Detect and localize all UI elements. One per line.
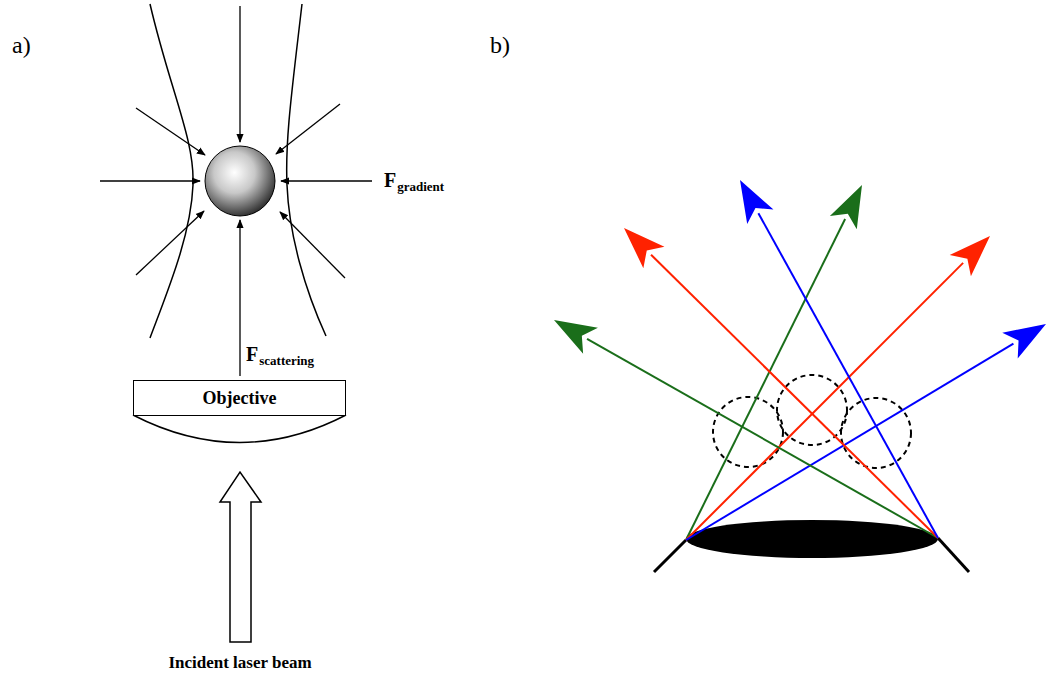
- force-subscript: scattering: [259, 354, 314, 367]
- ray-arrowhead: [624, 228, 664, 268]
- ray-arrowhead: [950, 236, 990, 276]
- panel-letter: b): [490, 33, 510, 57]
- box-label: Objective: [203, 389, 277, 407]
- ray-arrowhead: [740, 180, 773, 224]
- ray-arrowhead: [1002, 324, 1046, 358]
- dashed-circles: [713, 375, 911, 468]
- lens-curve: [133, 415, 346, 443]
- field-lines: [150, 4, 326, 338]
- ray-line: [686, 344, 1013, 540]
- force-subscript: gradient: [397, 180, 444, 193]
- ray-line: [587, 339, 938, 538]
- trapped-particle: [205, 146, 275, 216]
- ray-arrowhead: [830, 185, 862, 229]
- incident-beam-arrow: [220, 472, 261, 642]
- beam-caption: Incident laser beam: [168, 654, 311, 671]
- panel-letter: a): [12, 33, 31, 57]
- objective-box: Objective: [133, 380, 346, 416]
- force-arrows: [100, 6, 372, 376]
- ray-line: [686, 263, 963, 540]
- colored-rays: [554, 180, 1046, 540]
- ray-line: [651, 255, 938, 538]
- ray-arrowhead: [554, 320, 598, 354]
- force-symbol: F: [246, 344, 258, 364]
- ray-line: [758, 213, 938, 538]
- force-symbol: F: [384, 170, 396, 190]
